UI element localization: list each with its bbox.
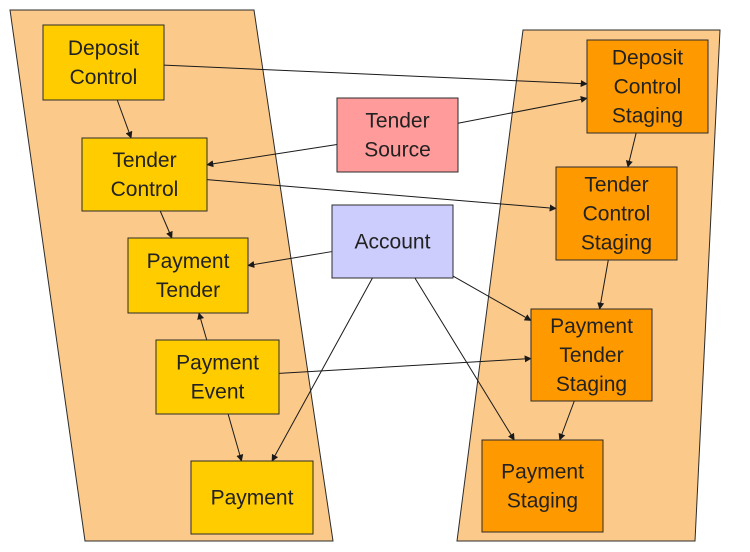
node-account: Account [331,204,454,279]
node-label-deposit-control-staging-line-2: Control [614,76,682,99]
edge-account-to-payment-tender-staging [452,275,532,321]
edges-layer [116,64,637,462]
node-label-deposit-control-line-1: Deposit [68,37,139,60]
node-box-payment [190,460,314,535]
node-label-payment-event-line-1: Payment [176,352,259,375]
node-box-account [331,204,454,279]
node-label-deposit-control-staging-line-3: Staging [612,105,683,128]
node-box-payment-tender-staging [530,308,653,402]
edge-tender-control-staging-to-payment-tender-staging [597,259,609,310]
node-label-payment-tender-line-2: Tender [156,279,220,302]
edge-payment-event-to-payment-tender [197,312,208,341]
edge-deposit-control-staging-to-tender-control-staging [625,132,637,168]
node-box-deposit-control-staging [586,39,709,134]
edge-account-to-payment-staging [414,277,515,441]
node-box-payment-tender [127,237,249,314]
node-label-deposit-control-line-2: Control [70,66,138,89]
node-payment: Payment [190,460,314,535]
edge-tender-source-to-deposit-control-staging [457,96,588,124]
node-box-tender-source [336,97,459,173]
node-label-payment-tender-staging-line-2: Tender [559,344,623,367]
edge-payment-event-to-payment [227,413,244,462]
nodes-layer: DepositControlTenderControlPaymentTender… [42,24,709,535]
edge-deposit-control-to-deposit-control-staging [163,64,588,88]
node-label-tender-source-line-1: Tender [365,110,429,133]
node-label-payment-staging-line-2: Staging [507,490,578,513]
node-box-tender-control [81,137,208,212]
node-box-deposit-control [42,24,165,101]
node-label-payment-tender-line-1: Payment [147,250,230,273]
edge-payment-tender-staging-to-payment-staging [558,400,575,441]
node-box-tender-control-staging [555,166,678,261]
edge-account-to-payment-tender [247,251,333,268]
node-label-payment-tender-staging-line-1: Payment [550,315,633,338]
edge-deposit-control-to-tender-control [116,99,133,139]
node-label-tender-control-line-2: Control [111,178,179,201]
node-label-deposit-control-staging-line-1: Deposit [612,47,683,70]
node-label-tender-control-staging-line-1: Tender [584,174,648,197]
node-label-tender-control-staging-line-3: Staging [581,232,652,255]
edge-tender-source-to-tender-control [206,143,338,168]
node-label-payment-staging-line-1: Payment [501,461,584,484]
node-label-payment-line-1: Payment [211,487,294,510]
node-box-payment-staging [481,439,604,533]
node-label-tender-control-line-1: Tender [112,149,176,172]
node-label-payment-tender-staging-line-3: Staging [556,373,627,396]
edge-payment-event-to-payment-tender-staging [278,355,532,374]
node-label-account-line-1: Account [355,231,431,254]
edge-account-to-payment [271,277,373,462]
edge-tender-control-to-tender-control-staging [206,179,557,212]
node-label-tender-source-line-2: Source [364,139,431,162]
node-label-payment-event-line-2: Event [191,381,245,404]
edge-tender-control-to-payment-tender [159,210,173,239]
right-band [456,29,721,542]
node-box-payment-event [155,339,280,415]
node-label-tender-control-staging-line-2: Control [583,203,651,226]
